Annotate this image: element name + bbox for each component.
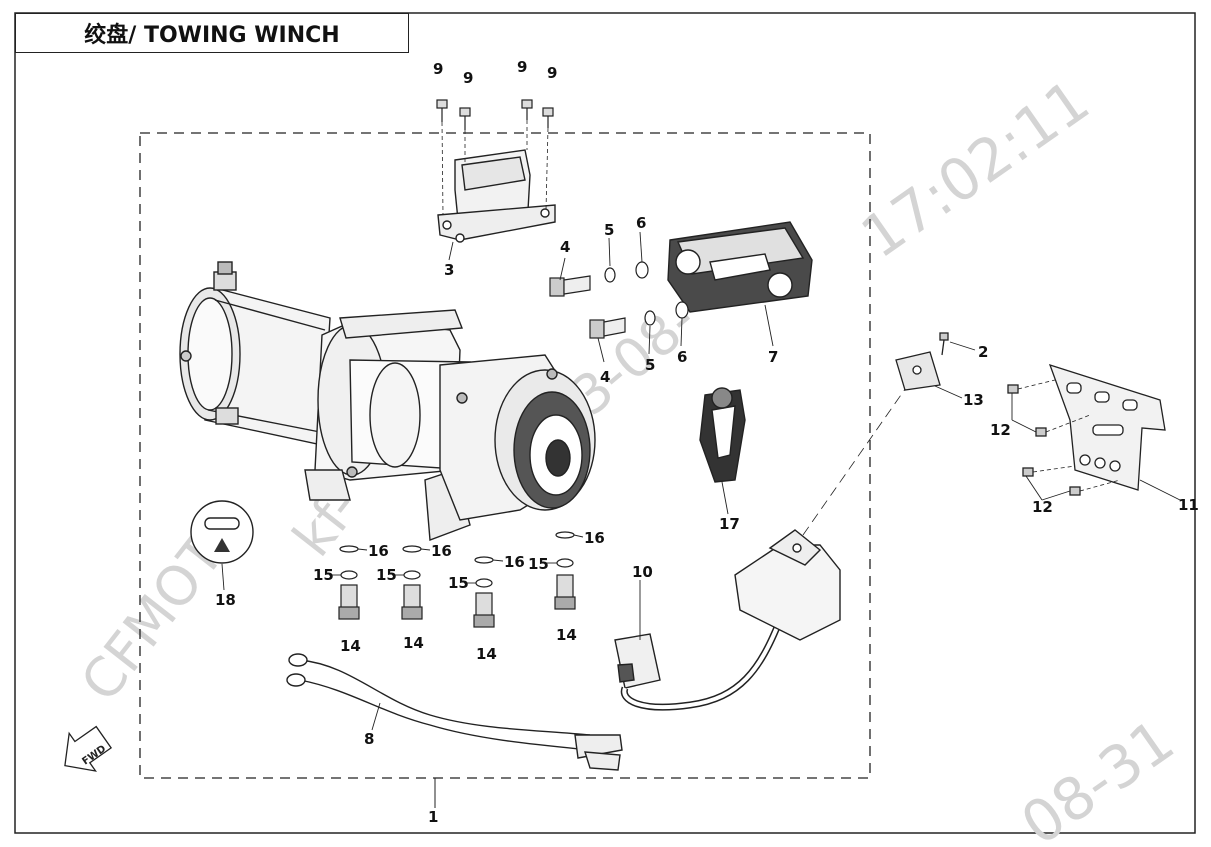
hook bbox=[699, 387, 746, 483]
callout-7: 7 bbox=[768, 348, 778, 366]
callout-18: 18 bbox=[215, 591, 236, 609]
control-box bbox=[437, 149, 556, 243]
watermark-date-2: 08-31 bbox=[1009, 706, 1186, 847]
callout-9a: 9 bbox=[433, 60, 443, 78]
callout-4a: 4 bbox=[560, 238, 570, 256]
remote-module bbox=[614, 529, 841, 711]
callout-16b: 16 bbox=[431, 542, 452, 560]
callout-9d: 9 bbox=[547, 64, 557, 82]
callout-16c: 16 bbox=[504, 553, 525, 571]
callout-13: 13 bbox=[963, 391, 984, 409]
leaders-12-dashed bbox=[1017, 379, 1121, 492]
callout-16d: 16 bbox=[584, 529, 605, 547]
callout-12b: 12 bbox=[1032, 498, 1053, 516]
leaders-9-dashed bbox=[441, 120, 549, 216]
fairlead bbox=[667, 221, 813, 313]
callout-15a: 15 bbox=[313, 566, 334, 584]
callout-5a: 5 bbox=[604, 221, 614, 239]
callout-5b: 5 bbox=[645, 356, 655, 374]
callout-8: 8 bbox=[364, 730, 374, 748]
warning-label bbox=[190, 500, 254, 564]
callout-14c: 14 bbox=[476, 645, 497, 663]
callout-labels: 1 2 3 4 4 5 5 6 6 7 8 9 9 9 9 10 11 12 1… bbox=[215, 58, 1199, 826]
callout-15c: 15 bbox=[448, 574, 469, 592]
callout-4b: 4 bbox=[600, 368, 610, 386]
callout-9c: 9 bbox=[517, 58, 527, 76]
title-box: 绞盘/ TOWING WINCH bbox=[15, 13, 409, 53]
watermark-time: 17:02:11 bbox=[849, 66, 1101, 271]
callout-10: 10 bbox=[632, 563, 653, 581]
watermark-group: CFMOTO kf- 23-08- 17:02:11 08-31 bbox=[69, 66, 1186, 847]
callout-14d: 14 bbox=[556, 626, 577, 644]
callout-9b: 9 bbox=[463, 69, 473, 87]
callout-11: 11 bbox=[1178, 496, 1199, 514]
outer-frame bbox=[14, 12, 1196, 834]
fairlead-hardware bbox=[549, 261, 689, 339]
callout-1: 1 bbox=[428, 808, 438, 826]
leader-remote-dashed bbox=[802, 381, 911, 536]
remote-bracket bbox=[895, 332, 949, 391]
mount-plate bbox=[1007, 363, 1166, 496]
callout-15d: 15 bbox=[528, 555, 549, 573]
fwd-arrow: FWD bbox=[64, 725, 113, 772]
callout-15b: 15 bbox=[376, 566, 397, 584]
callout-14a: 14 bbox=[340, 637, 361, 655]
callout-12a: 12 bbox=[990, 421, 1011, 439]
callout-leaders bbox=[221, 231, 1181, 731]
assembly-dashed-box bbox=[139, 132, 871, 779]
mount-bolts bbox=[338, 531, 576, 628]
callout-14b: 14 bbox=[403, 634, 424, 652]
battery-cable bbox=[286, 653, 623, 771]
callout-17: 17 bbox=[719, 515, 740, 533]
callout-6a: 6 bbox=[636, 214, 646, 232]
callout-3: 3 bbox=[444, 261, 454, 279]
callout-2: 2 bbox=[978, 343, 988, 361]
winch-assembly bbox=[179, 261, 596, 541]
page-title: 绞盘/ TOWING WINCH bbox=[84, 23, 340, 48]
callout-6b: 6 bbox=[677, 348, 687, 366]
bolts-9 bbox=[436, 99, 554, 130]
callout-16a: 16 bbox=[368, 542, 389, 560]
